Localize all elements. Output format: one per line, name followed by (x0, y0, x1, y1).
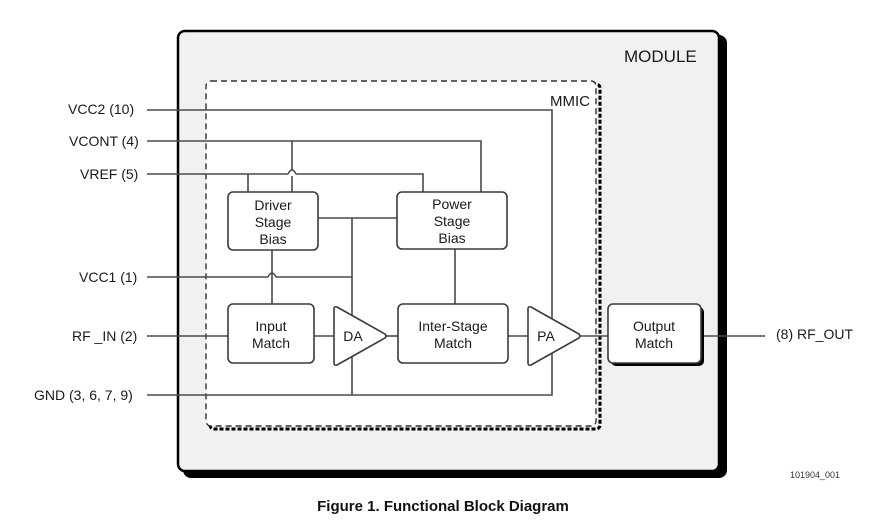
pin-label-vcc2: VCC2 (10) (68, 101, 134, 117)
driver-stage-bias-line3: Bias (259, 231, 286, 247)
wire-vcont (147, 140, 482, 192)
driver-stage-bias-line2: Stage (255, 214, 292, 230)
driver-stage-bias-line1: Driver (254, 197, 292, 213)
amplifier-triangle-icon (527, 305, 581, 367)
pin-label-rf-out: (8) RF_OUT (776, 326, 853, 342)
pin-label-rf-in: RF _IN (2) (72, 328, 137, 344)
wire-vcont-hop (287, 169, 297, 175)
pin-label-gnd: GND (3, 6, 7, 9) (34, 387, 133, 403)
driver-amplifier: DA (333, 305, 387, 367)
amplifier-triangle-icon (333, 305, 387, 367)
inter-stage-match-block: Inter-Stage Match (397, 303, 509, 364)
mmic-label: MMIC (550, 93, 590, 110)
driver-stage-bias-block: Driver Stage Bias (227, 191, 319, 251)
power-amplifier-label: PA (537, 328, 555, 344)
input-match-block: Input Match (227, 303, 315, 364)
power-stage-bias-line2: Stage (434, 213, 471, 229)
pin-label-vref: VREF (5) (80, 166, 138, 182)
output-match-line1: Output (633, 318, 675, 334)
output-match-block: Output Match (607, 303, 704, 366)
inter-stage-match-line2: Match (434, 335, 472, 351)
driver-amplifier-label: DA (343, 328, 363, 344)
pin-label-vcc1: VCC1 (1) (79, 269, 137, 285)
input-match-line1: Input (255, 318, 286, 334)
power-stage-bias-line3: Bias (438, 230, 465, 246)
wire-gnd (147, 350, 553, 396)
mmic-box (205, 80, 597, 427)
wire-vref (147, 173, 424, 192)
wire-vcc2 (147, 109, 553, 322)
power-stage-bias-line1: Power (432, 196, 472, 212)
output-match-line2: Match (635, 335, 673, 351)
figure-caption: Figure 1. Functional Block Diagram (317, 498, 569, 515)
power-stage-bias-block: Power Stage Bias (396, 191, 508, 250)
pin-label-vcont: VCONT (4) (69, 133, 139, 149)
power-amplifier: PA (527, 305, 581, 367)
module-label: MODULE (624, 47, 697, 66)
reference-id: 101904_001 (790, 470, 840, 480)
input-match-line2: Match (252, 335, 290, 351)
inter-stage-match-line1: Inter-Stage (418, 318, 487, 334)
